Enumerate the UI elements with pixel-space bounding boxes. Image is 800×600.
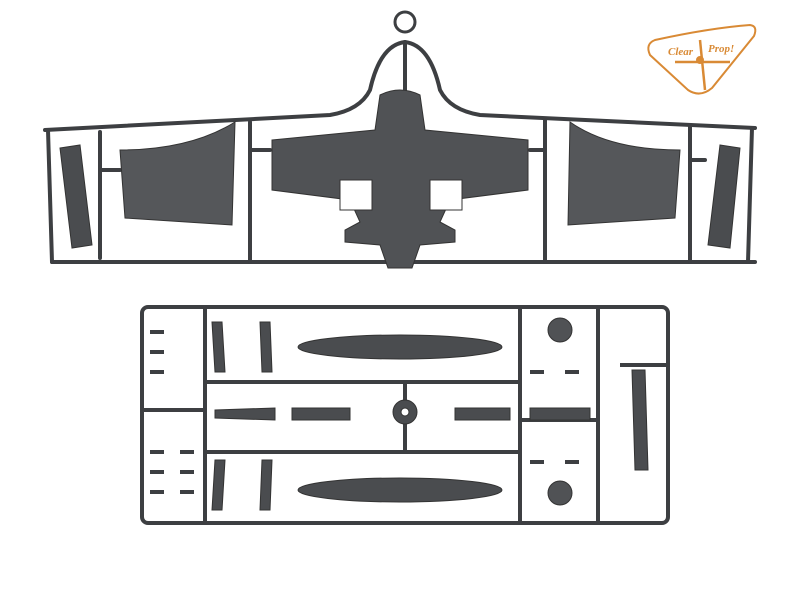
flap-right	[707, 144, 741, 249]
flap-small-2	[291, 407, 351, 421]
drop-tank-lower	[297, 477, 503, 503]
flap-small-4	[529, 407, 591, 421]
strut-1	[211, 321, 226, 373]
wing-center	[271, 89, 529, 269]
upper-runner-right	[746, 126, 754, 264]
svg-text:Clear: Clear	[668, 46, 694, 58]
lower-parts	[211, 317, 649, 511]
flap-small-1	[214, 407, 276, 421]
flap-left	[59, 144, 93, 249]
wheel-upper	[547, 317, 573, 343]
wing-center-opening-left	[339, 179, 373, 211]
hub-hole	[400, 407, 410, 417]
small-parts	[150, 330, 579, 494]
clear-prop-logo: Clear Prop!	[647, 23, 757, 95]
gear-door	[631, 369, 649, 471]
strut-2	[259, 321, 273, 373]
wing-right	[567, 121, 681, 226]
flap-small-3	[454, 407, 511, 421]
lower-runner-frame	[140, 305, 670, 525]
drop-tank-upper	[297, 334, 503, 360]
upper-sprue	[43, 10, 757, 264]
wing-left	[119, 121, 236, 226]
upper-runner-gates	[98, 40, 707, 264]
strut-4	[259, 459, 273, 511]
wheel-lower	[547, 480, 573, 506]
upper-sprue-hub	[393, 10, 417, 34]
upper-runner-left	[46, 128, 54, 264]
wing-center-opening-right	[429, 179, 463, 211]
svg-text:Prop!: Prop!	[708, 43, 734, 55]
strut-3	[211, 459, 226, 511]
upper-parts	[59, 89, 741, 269]
